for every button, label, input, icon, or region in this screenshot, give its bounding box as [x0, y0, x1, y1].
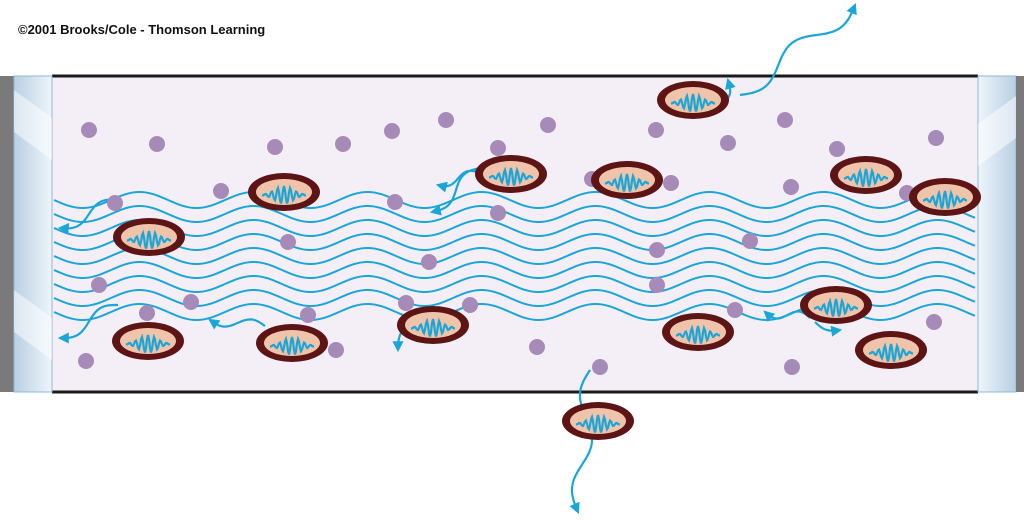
excited-atom-icon: [397, 306, 469, 344]
excited-atom-icon: [830, 156, 902, 194]
ground-state-atom-icon: [149, 136, 165, 152]
ground-state-atom-icon: [649, 277, 665, 293]
ground-state-atom-icon: [777, 112, 793, 128]
excited-atom-icon: [248, 173, 320, 211]
photon-wave-arrow-icon: [57, 303, 118, 344]
ground-state-atom-icon: [387, 194, 403, 210]
ground-state-atom-icon: [267, 139, 283, 155]
excited-atom-icon: [909, 178, 981, 216]
ground-state-atom-icon: [742, 233, 758, 249]
ground-state-atom-icon: [183, 294, 199, 310]
ground-state-atom-icon: [91, 277, 107, 293]
light-wave: [53, 219, 976, 237]
ground-state-atom-icon: [335, 136, 351, 152]
ground-state-atom-icon: [928, 130, 944, 146]
excited-atom-icon: [475, 155, 547, 193]
light-wave: [53, 247, 976, 265]
excited-atom-icon: [256, 324, 328, 362]
light-wave: [53, 205, 976, 223]
right-mirror-icon: [977, 75, 1024, 393]
ground-state-atom-icon: [213, 183, 229, 199]
ground-state-atom-icon: [398, 295, 414, 311]
photon-wave-arrow-icon: [814, 321, 843, 337]
light-wave: [53, 233, 976, 251]
ground-state-atom-icon: [421, 254, 437, 270]
excited-atom-icon: [562, 402, 634, 440]
photon-wave-arrow-icon: [208, 318, 266, 330]
laser-tube: [52, 76, 978, 392]
ground-state-atom-icon: [139, 305, 155, 321]
light-wave: [53, 191, 976, 209]
photon-arrows: [57, 2, 857, 515]
ground-state-atom-icon: [490, 140, 506, 156]
ground-state-atom-icon: [490, 205, 506, 221]
ground-state-atom-icon: [649, 242, 665, 258]
photon-wave-arrow-icon: [57, 198, 119, 234]
ground-state-atom-icon: [783, 179, 799, 195]
ground-state-atom-icon: [280, 234, 296, 250]
excited-atom-icon: [113, 218, 185, 256]
excited-atom-icon: [800, 286, 872, 324]
ground-state-atom-icon: [384, 123, 400, 139]
ground-state-atom-icon: [926, 314, 942, 330]
ground-state-atom-icon: [78, 353, 94, 369]
ground-state-atom-icon: [462, 297, 478, 313]
ground-state-atom-icon: [829, 141, 845, 157]
excited-atom-icon: [662, 313, 734, 351]
photon-wave-arrow-icon: [739, 2, 857, 97]
light-wave: [53, 275, 976, 293]
copyright-notice: ©2001 Brooks/Cole - Thomson Learning: [18, 22, 266, 37]
excited-atom-icon: [855, 331, 927, 369]
ground-state-atoms: [78, 112, 944, 375]
excited-atoms: [112, 81, 981, 440]
ground-state-atom-icon: [648, 122, 664, 138]
ground-state-atom-icon: [663, 175, 679, 191]
light-wave: [53, 261, 976, 279]
ground-state-atom-icon: [727, 302, 743, 318]
photon-wave-arrow-icon: [569, 369, 594, 515]
ground-state-atom-icon: [300, 307, 316, 323]
photon-wave-arrow-icon: [435, 169, 479, 193]
ground-state-atom-icon: [592, 359, 608, 375]
excited-atom-icon: [657, 81, 729, 119]
ground-state-atom-icon: [784, 359, 800, 375]
ground-state-atom-icon: [328, 342, 344, 358]
excited-atom-icon: [591, 161, 663, 199]
ground-state-atom-icon: [529, 339, 545, 355]
ground-state-atom-icon: [438, 112, 454, 128]
ground-state-atom-icon: [107, 195, 123, 211]
ground-state-atom-icon: [720, 135, 736, 151]
photon-wave-arrow-icon: [763, 310, 811, 322]
ground-state-atom-icon: [81, 122, 97, 138]
excited-atom-icon: [112, 322, 184, 360]
left-mirror-icon: [0, 75, 53, 393]
ground-state-atom-icon: [540, 117, 556, 133]
